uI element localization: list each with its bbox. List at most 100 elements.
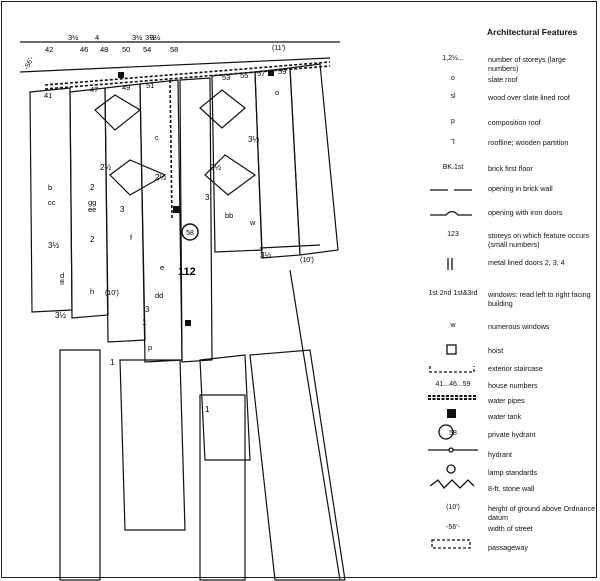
svg-text:f: f xyxy=(130,233,133,242)
svg-text:w: w xyxy=(249,218,256,227)
legend-item: ⅂ roofline; wooden partition xyxy=(418,138,598,162)
roof-diamond xyxy=(94,94,142,131)
legend-item: o slate roof xyxy=(418,75,598,99)
ground-height: (10') xyxy=(105,290,119,297)
water-pipe xyxy=(169,79,173,221)
legend-text: numerous windows xyxy=(488,322,550,331)
house-number: 50 xyxy=(122,45,130,54)
svg-text:d: d xyxy=(60,271,64,280)
svg-text:1: 1 xyxy=(142,318,147,327)
legend-symbol: BK.1st xyxy=(442,164,464,171)
house-number: 41 xyxy=(44,91,52,100)
legend-item: BK.1st brick first floor xyxy=(418,164,598,188)
house-number: 59 xyxy=(278,67,286,76)
legend-item: exterior staircase xyxy=(418,364,598,388)
storey-fraction: 3½ xyxy=(150,33,161,42)
house-number: 53 xyxy=(222,73,230,82)
block-number: 112 xyxy=(178,266,196,278)
legend-item: lamp standards xyxy=(418,468,598,492)
legend-text: windows: read left to right facing build… xyxy=(488,290,591,308)
house-number: 46 xyxy=(80,45,88,54)
legend-text: brick first floor xyxy=(488,164,533,173)
svg-text:p: p xyxy=(148,343,152,352)
legend-text: wood over slate lined roof xyxy=(488,93,570,102)
svg-text:cc: cc xyxy=(48,198,56,207)
legend-text: hoist xyxy=(488,346,504,355)
storey-fraction: 3½ xyxy=(145,33,156,42)
legend-text: slate roof xyxy=(488,75,518,84)
storey-fraction: 3½ xyxy=(68,33,79,42)
house-number: 51 xyxy=(146,81,154,90)
legend-symbol: 1,2½... xyxy=(442,55,464,62)
svg-text:3: 3 xyxy=(145,305,150,314)
legend-text: hydrant xyxy=(488,450,512,459)
house-number: 42 xyxy=(45,45,53,54)
estate-plan-map: 58 42 46 48 50 54 58 3½ 4 3½ 3½ 3½ 41 47… xyxy=(19,33,346,581)
roof-diamond xyxy=(109,159,167,196)
legend-item: hydrant xyxy=(418,450,598,474)
svg-text:3½: 3½ xyxy=(260,251,271,260)
svg-text:ff: ff xyxy=(60,278,65,287)
legend-text: number of storeys (large numbers) xyxy=(488,55,566,73)
building-bottom-mid xyxy=(199,394,246,581)
legend-item: metal lined doors 2, 3, 4 xyxy=(418,258,598,282)
house-number: 55 xyxy=(240,71,248,80)
legend-item: opening in brick wall xyxy=(418,184,598,208)
svg-text:2: 2 xyxy=(90,183,95,192)
svg-text:ee: ee xyxy=(88,205,96,214)
legend-text: water tank xyxy=(488,412,522,421)
street-width-label: -56'- xyxy=(23,55,35,71)
svg-text:bb: bb xyxy=(225,211,233,220)
water-tank xyxy=(173,206,180,213)
svg-text:3½: 3½ xyxy=(55,311,66,320)
legend-item: opening with iron doors xyxy=(418,208,598,232)
svg-text:2½: 2½ xyxy=(155,173,166,182)
house-number: 58 xyxy=(170,45,178,54)
legend-text: house numbers xyxy=(488,381,538,390)
legend-symbol: (10') xyxy=(446,504,460,511)
legend-text: width of street xyxy=(488,524,533,533)
building-lower-left xyxy=(59,349,101,581)
legend-symbols xyxy=(428,189,478,549)
legend-item: water tank xyxy=(418,412,598,436)
legend-text: storeys on which feature occurs (small n… xyxy=(488,231,590,249)
svg-text:3½: 3½ xyxy=(48,241,59,250)
legend-text: roofline; wooden partition xyxy=(488,138,569,147)
legend-symbol: 1st 2nd 1st&3rd xyxy=(428,290,478,297)
legend-item: 1,2½... number of storeys (large numbers) xyxy=(418,55,598,79)
legend-item: 1st 2nd 1st&3rd windows: read left to rig… xyxy=(418,290,598,314)
svg-text:c: c xyxy=(155,133,159,142)
legend-text: lamp standards xyxy=(488,468,538,477)
legend-symbol: -56'- xyxy=(446,524,460,531)
legend-item: hoist xyxy=(418,346,598,370)
house-number: 54 xyxy=(143,45,151,54)
house-number: 47 xyxy=(90,85,98,94)
legend-item: water pipes xyxy=(418,396,598,420)
house-number: 49 xyxy=(122,83,130,92)
svg-text:1: 1 xyxy=(110,358,115,367)
legend-symbol: ⅂ xyxy=(451,139,455,146)
roof-diamond xyxy=(204,154,257,196)
svg-text:3: 3 xyxy=(205,193,210,202)
legend-symbol: 41...46...59 xyxy=(435,381,471,388)
legend-item: (10')height of ground above Ordnance dat… xyxy=(418,504,598,528)
storey-fraction: 3½ xyxy=(132,33,143,42)
legend-symbol: o xyxy=(451,75,455,82)
legend-text: passageway xyxy=(488,543,528,552)
legend-title: Architectural Features xyxy=(487,27,578,37)
legend-text: opening in brick wall xyxy=(488,184,553,193)
legend-text: 8-ft. stone wall xyxy=(488,484,535,493)
house-number: 57 xyxy=(257,69,265,78)
water-tank xyxy=(268,70,274,76)
water-pipe xyxy=(44,61,331,86)
roof-diamond xyxy=(199,89,246,129)
svg-text:2½: 2½ xyxy=(210,163,221,172)
svg-text:2: 2 xyxy=(90,235,95,244)
building-bottom-right xyxy=(249,349,346,581)
legend-text: metal lined doors 2, 3, 4 xyxy=(488,258,565,267)
water-tank xyxy=(118,72,124,78)
legend-text: composition roof xyxy=(488,118,541,127)
building-right-3 xyxy=(289,63,339,256)
